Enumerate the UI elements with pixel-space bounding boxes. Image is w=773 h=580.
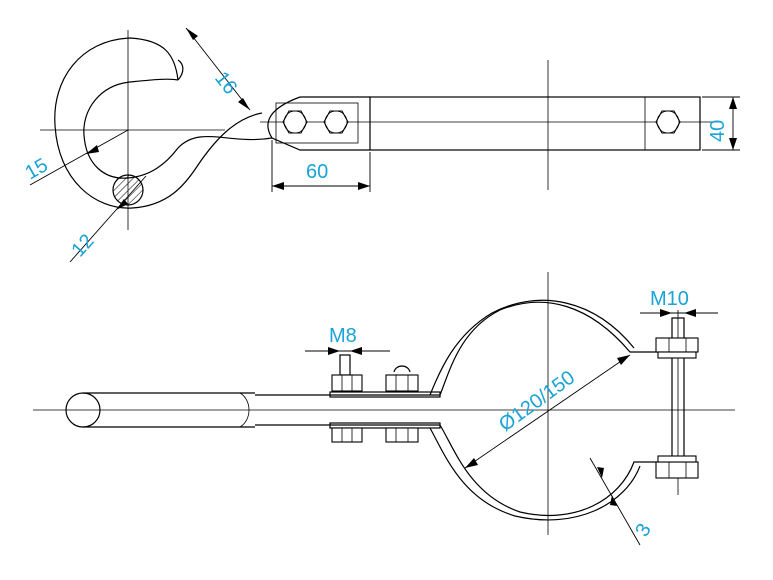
top-nut-1 bbox=[282, 110, 308, 134]
clamp-upper-inner bbox=[429, 299, 635, 396]
bar-right-plate bbox=[644, 96, 701, 151]
dimension-12: 12 bbox=[67, 175, 147, 263]
dimension-m10: M10 bbox=[640, 288, 718, 317]
dimension-40: 40 bbox=[702, 96, 740, 151]
bolt-slot bbox=[275, 102, 359, 144]
rod bbox=[65, 392, 255, 428]
dim-m10-text: M10 bbox=[650, 288, 689, 310]
hook-inner-outline bbox=[83, 78, 273, 179]
hook-outer-outline bbox=[54, 37, 263, 209]
dimension-diameter: Ø120/150 bbox=[464, 354, 631, 469]
dim-15-text: 15 bbox=[22, 154, 52, 184]
clamp-lower-outer bbox=[439, 424, 660, 516]
top-view: 16 40 15 60 12 bbox=[22, 27, 740, 263]
top-nut-3 bbox=[655, 110, 681, 134]
hook-section-hatch bbox=[112, 174, 144, 206]
dim-40-text: 40 bbox=[707, 120, 729, 142]
dim-16-text: 16 bbox=[210, 68, 241, 99]
dim-diameter-text: Ø120/150 bbox=[495, 367, 579, 436]
hook-tip bbox=[177, 59, 184, 81]
clamp-lower-inner bbox=[429, 427, 641, 521]
bottom-view: M8 M10 Ø120/150 3 bbox=[33, 272, 735, 546]
dim-60-text: 60 bbox=[306, 161, 328, 183]
dimension-m8: M8 bbox=[305, 325, 390, 355]
dimension-16: 16 bbox=[185, 27, 251, 111]
clamp-upper-outer bbox=[439, 301, 660, 396]
flat-bar-body bbox=[369, 96, 701, 151]
m8-bolt-2 bbox=[385, 365, 419, 443]
clamp-bolt bbox=[655, 317, 699, 479]
m8-bolt-1 bbox=[331, 354, 363, 443]
dim-m8-text: M8 bbox=[329, 325, 357, 347]
dim-3-text: 3 bbox=[631, 520, 656, 541]
bar-left-end bbox=[267, 96, 370, 151]
dimension-60: 60 bbox=[271, 140, 371, 192]
top-nut-2 bbox=[323, 110, 349, 134]
